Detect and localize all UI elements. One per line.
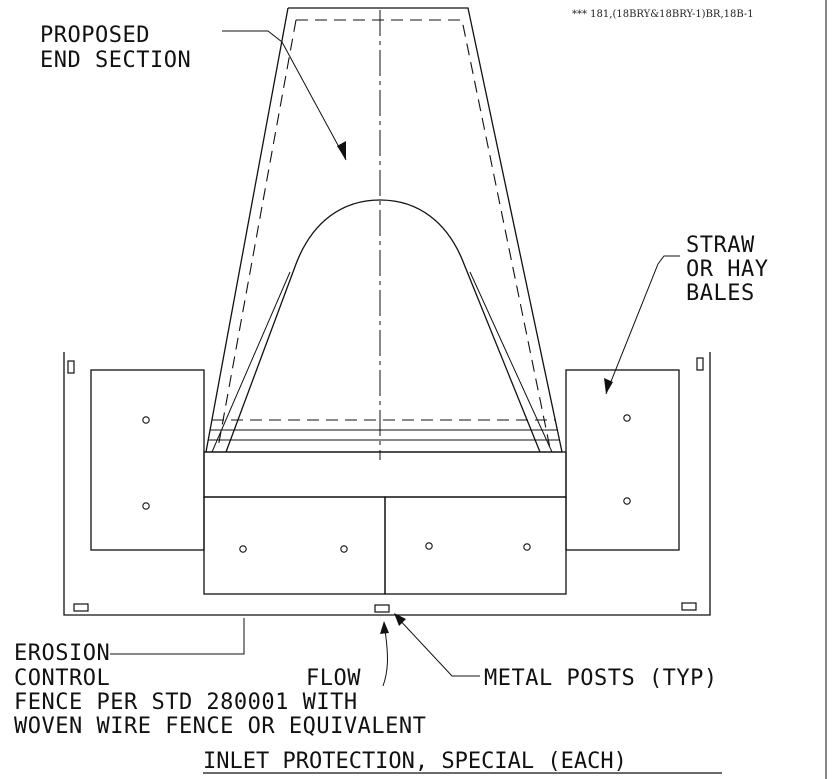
metal-post — [374, 604, 390, 613]
end-section-inner-right — [296, 19, 551, 449]
metal-post — [696, 357, 704, 371]
leader-metal-posts — [395, 615, 480, 677]
stake-hole — [142, 416, 150, 424]
label-fence-line-4: WOVEN WIRE FENCE OR EQUIVALENT — [14, 714, 426, 739]
end-section — [205, 7, 563, 460]
leader-bales — [605, 255, 680, 395]
bale-bottom-left — [203, 496, 386, 595]
reference-note: *** 181,(18BRY&18BRY-1)BR,18B-1 — [572, 9, 754, 20]
stake-hole — [623, 497, 631, 505]
metal-post — [73, 603, 89, 612]
pipe-arch-flare-right — [469, 271, 553, 453]
label-bales-line-2: OR HAY — [686, 257, 768, 282]
leader-end-section — [222, 30, 347, 161]
bale-area — [90, 369, 680, 595]
drawing-title: INLET PROTECTION, SPECIAL (EACH) — [203, 749, 627, 774]
apron — [203, 451, 567, 498]
stake-hole — [239, 545, 247, 553]
pipe-arch — [225, 199, 541, 453]
erosion-control-fence — [63, 352, 711, 616]
label-bales-line-1: STRAW — [686, 233, 755, 258]
stake-hole — [425, 542, 433, 550]
arrowhead-bales — [604, 378, 613, 394]
label-bales-line-3: BALES — [686, 281, 755, 306]
stake-hole — [623, 414, 631, 422]
flow-arrow — [382, 629, 388, 687]
arrowhead-flow — [380, 621, 389, 634]
arrowhead-metal-posts — [394, 613, 406, 626]
label-end-section-line-2: END SECTION — [40, 48, 191, 73]
label-fence-line-1: EROSION — [14, 641, 110, 666]
metal-post — [681, 602, 697, 611]
bale-left — [90, 369, 205, 551]
metal-posts — [67, 357, 704, 613]
end-section-outline-right — [288, 7, 563, 453]
label-end-section-line-1: PROPOSED — [40, 23, 150, 48]
arrowhead-end-section — [337, 141, 346, 160]
leader-fence — [110, 618, 245, 655]
stake-hole — [142, 502, 150, 510]
end-section-inner-left — [217, 19, 297, 449]
metal-post — [67, 360, 75, 374]
label-metal-posts: METAL POSTS (TYP) — [484, 666, 718, 691]
bale-right — [565, 369, 680, 551]
pipe-arch-flare-left — [211, 271, 291, 453]
label-fence-line-3: FENCE PER STD 280001 WITH — [14, 690, 358, 715]
stake-hole — [523, 543, 531, 551]
label-flow: FLOW — [306, 666, 361, 691]
label-fence-line-2: CONTROL — [14, 666, 110, 691]
bale-bottom-right — [384, 496, 567, 595]
stake-hole — [340, 545, 348, 553]
end-section-outline-left — [205, 7, 562, 453]
